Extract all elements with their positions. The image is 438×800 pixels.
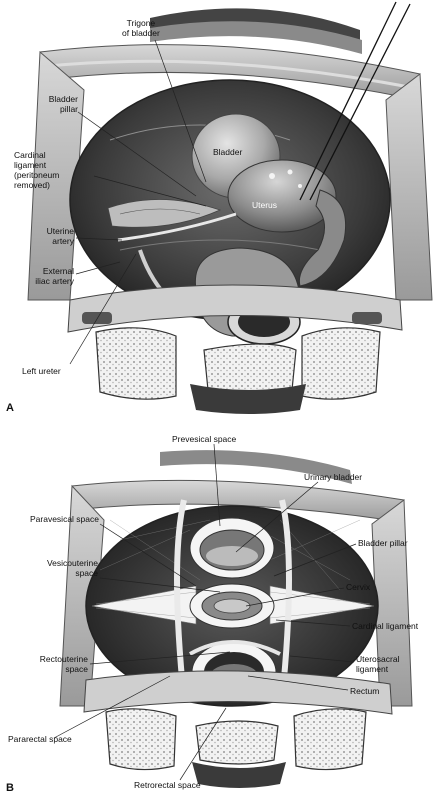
label-bladder-pillar-b: Bladder pillar (358, 538, 408, 548)
panel-b-leader-lines (53, 443, 357, 781)
label-line: ligament (14, 160, 47, 170)
label-uterosacral-ligament: Uterosacral ligament (356, 654, 399, 674)
label-line: removed) (14, 180, 50, 190)
label-line: artery (52, 236, 74, 246)
label-rectouterine-space: Rectouterine space (18, 654, 88, 674)
label-line: space (65, 664, 88, 674)
label-cardinal-ligament-b: Cardinal ligament (352, 621, 419, 631)
label-line: Bladder (48, 94, 78, 104)
label-line: Rectouterine (39, 654, 88, 664)
label-external-iliac-artery: External iliac artery (14, 266, 74, 286)
label-urinary-bladder: Urinary bladder (304, 472, 363, 482)
label-line: Uterine (46, 226, 74, 236)
label-cardinal-ligament-a: Cardinal ligament (peritoneum removed) (14, 150, 59, 190)
panel-a-illustration (27, 1, 433, 414)
label-line: Vesicouterine (46, 558, 98, 568)
label-rectum: Rectum (350, 686, 380, 696)
label-cervix: Cervix (346, 582, 371, 592)
label-retrorectal-space: Retrorectal space (134, 780, 201, 790)
label-line: Trigone (126, 18, 156, 28)
label-line: Uterosacral (356, 654, 400, 664)
label-line: iliac artery (35, 276, 74, 286)
panel-b-letter: B (6, 782, 14, 794)
label-vesicouterine-space: Vesicouterine space (34, 558, 98, 578)
label-pararectal-space: Pararectal space (8, 734, 72, 744)
label-prevesical-space: Prevesical space (172, 434, 237, 444)
label-uterine-artery: Uterine artery (30, 226, 74, 246)
panel-a-leader-lines (69, 39, 207, 365)
label-line: of bladder (122, 28, 160, 38)
panel-b-illustration (59, 450, 413, 788)
label-paravesical-space: Paravesical space (30, 514, 99, 524)
label-line: External (42, 266, 74, 276)
label-line: pillar (60, 104, 78, 114)
label-trigone-of-bladder: Trigone of bladder (122, 18, 160, 38)
label-bladder: Bladder (213, 147, 243, 157)
label-line: Cardinal (14, 150, 46, 160)
label-left-ureter: Left ureter (22, 366, 61, 376)
label-bladder-pillar-a: Bladder pillar (44, 94, 78, 114)
label-line: space (75, 568, 98, 578)
label-uterus: Uterus (252, 200, 278, 210)
label-line: ligament (356, 664, 389, 674)
panel-a-letter: A (6, 402, 14, 414)
label-line: (peritoneum (14, 170, 60, 180)
